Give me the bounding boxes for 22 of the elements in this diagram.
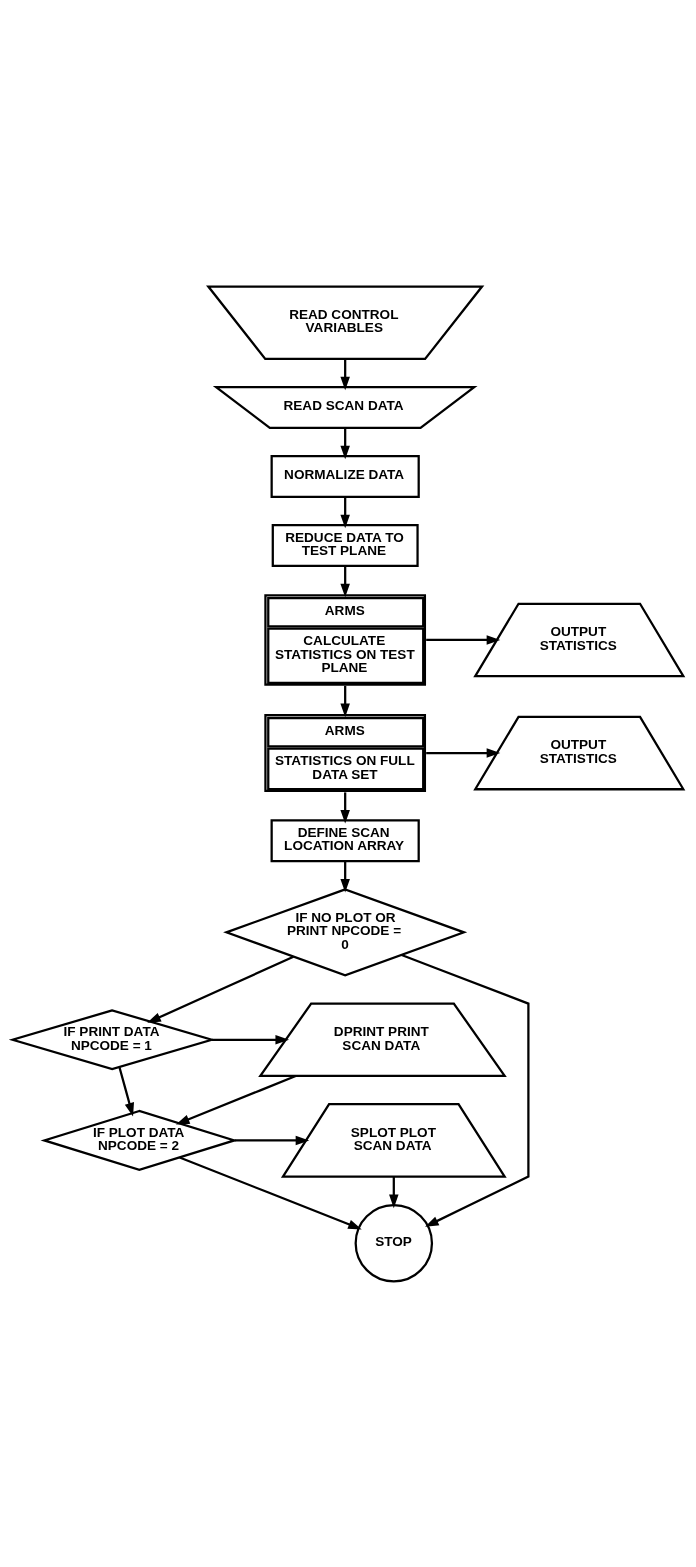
arrow: [426, 634, 501, 645]
arrow: [340, 427, 350, 459]
arrow: [340, 685, 350, 717]
arrow: [211, 1034, 290, 1045]
arrow: [340, 496, 350, 528]
arrow: [401, 953, 530, 1227]
arrow: [340, 791, 350, 824]
node-box: REDUCE DATA TO TEST PLANE: [271, 523, 419, 567]
arrow: [175, 1074, 297, 1124]
arrow: [234, 1135, 310, 1145]
arrow: [389, 1176, 399, 1208]
node-circle: STOP: [354, 1203, 434, 1282]
arrow: [179, 1155, 362, 1229]
node-box: NORMALIZE DATA: [270, 454, 420, 498]
arrow: [118, 1066, 134, 1116]
arrow: [340, 565, 350, 597]
arrow: [340, 860, 350, 893]
arrow: [340, 358, 350, 390]
arrow: [426, 747, 501, 758]
node-box: DEFINE SCAN LOCATION ARRAY: [270, 818, 420, 862]
node-diamond: IF NO PLOT OR PRINT NPCODE = 0: [223, 887, 468, 976]
arrow: [147, 955, 294, 1023]
